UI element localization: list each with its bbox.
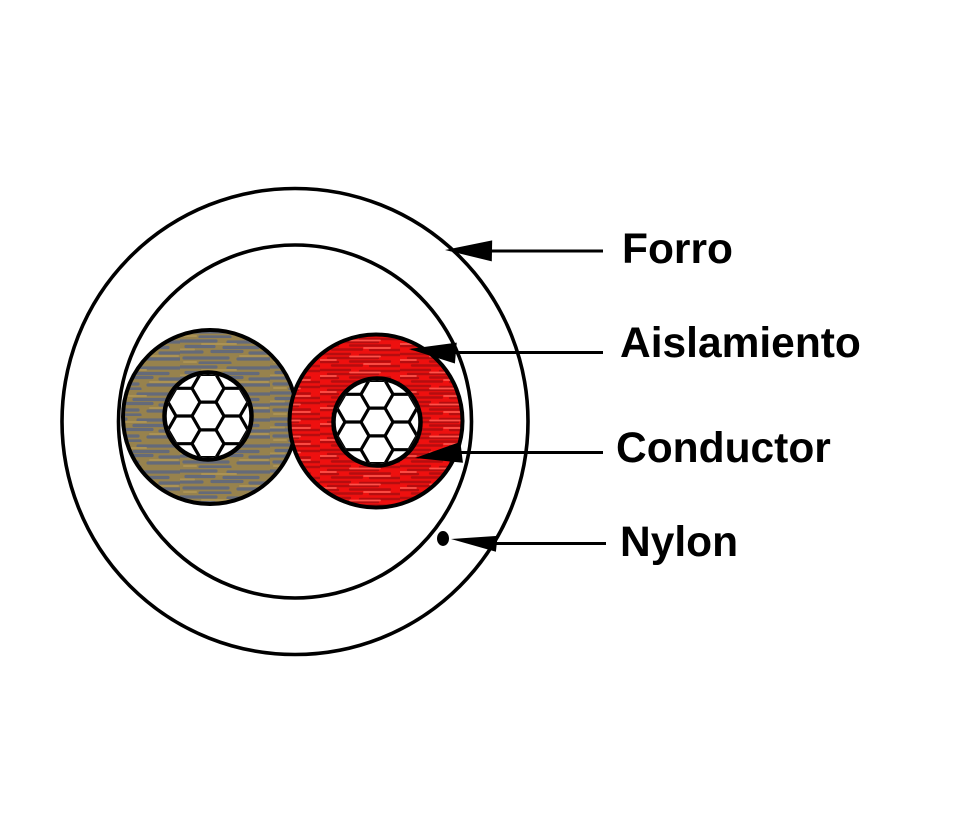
left-conductor (121, 328, 299, 506)
right-strand-bundle (331, 376, 423, 468)
aislamiento-arrow (409, 342, 603, 364)
left-strand-hexagons (166, 374, 250, 458)
conductor-label: Conductor (616, 425, 831, 472)
right-conductor (287, 332, 465, 510)
forro-arrowhead-icon (445, 240, 493, 262)
left-strand-bundle (162, 370, 254, 462)
nylon-label: Nylon (620, 519, 738, 566)
nylon-dot-icon (437, 531, 449, 546)
conductor-arrowhead-icon (415, 441, 463, 463)
right-strand-hexagons (335, 380, 419, 464)
nylon-arrowhead-icon (451, 535, 498, 552)
forro-label: Forro (622, 226, 733, 273)
aislamiento-label: Aislamiento (620, 320, 861, 367)
conductor-arrow (415, 441, 603, 463)
aislamiento-arrowhead-icon (409, 342, 457, 364)
nylon-pointer (437, 531, 606, 552)
forro-arrow (445, 240, 603, 262)
